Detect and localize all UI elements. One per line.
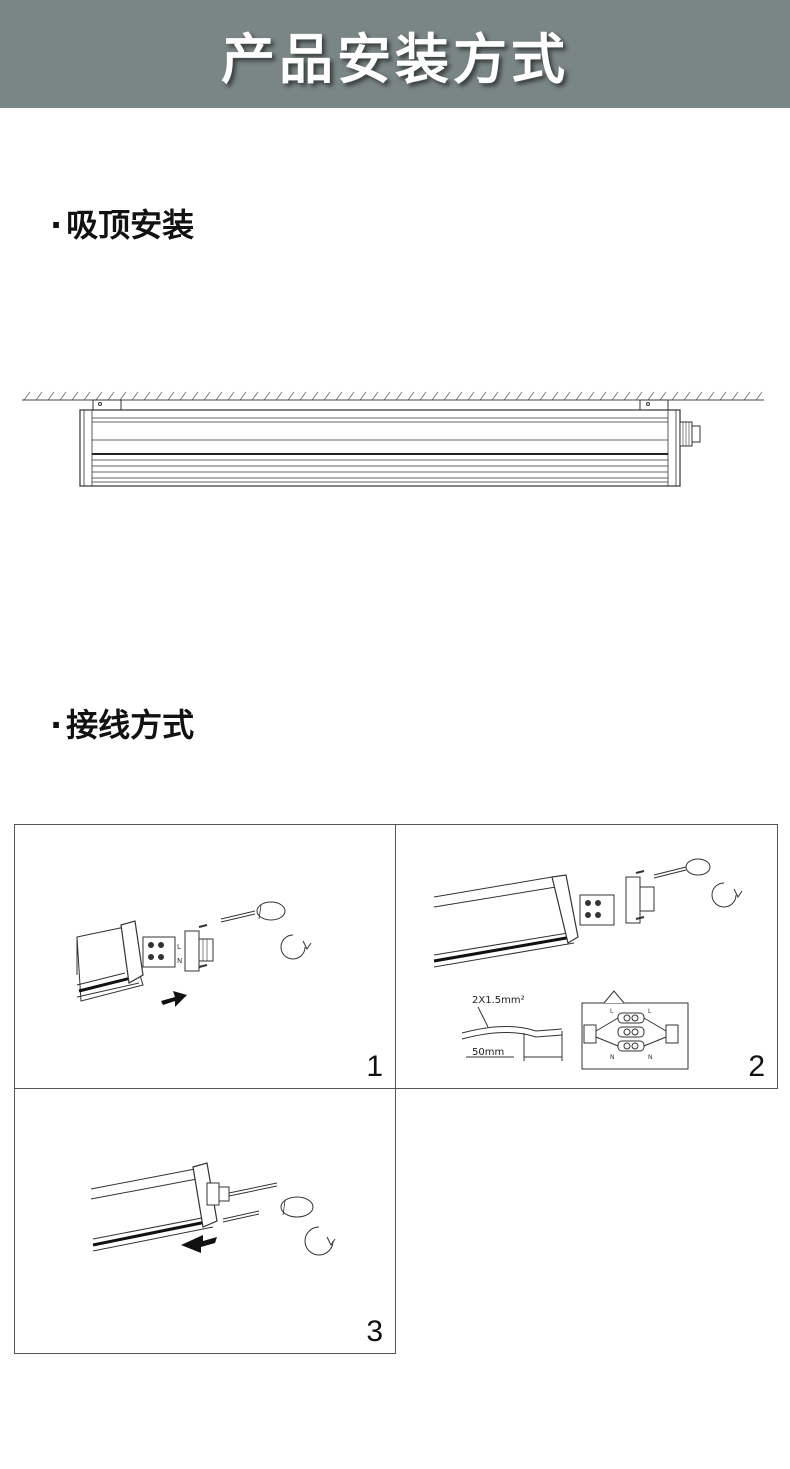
svg-text:L: L — [177, 943, 181, 951]
terminal-label-l-right: L — [648, 1008, 652, 1015]
step-1-illustration: L N — [76, 901, 312, 1007]
strip-length-label: 50mm — [472, 1047, 504, 1058]
terminal-label-n-right: N — [648, 1054, 653, 1061]
section-ceiling-title: 吸顶安装 — [66, 206, 195, 244]
step-2-panel: 2X1.5mm² 50mm — [395, 824, 778, 1089]
step-2-illustration: 2X1.5mm² 50mm — [433, 858, 743, 1070]
step-number: 3 — [366, 1315, 383, 1348]
header-title: 产品安装方式 — [221, 27, 569, 91]
wiring-steps-grid: L N 1 — [14, 824, 778, 1354]
section-wiring-title: 接线方式 — [66, 706, 195, 744]
svg-text:N: N — [177, 957, 182, 965]
step-1-panel: L N 1 — [14, 824, 396, 1089]
ceiling-mount-illustration — [22, 391, 764, 487]
terminal-label-l-left: L — [610, 1008, 614, 1015]
step-3-illustration — [90, 1162, 336, 1256]
cable-spec-label: 2X1.5mm² — [472, 995, 525, 1006]
page-header: 产品安装方式 — [0, 0, 790, 108]
section-ceiling-mount: ·吸顶安装 — [50, 200, 194, 246]
step-number: 1 — [366, 1050, 383, 1083]
section-wiring: ·接线方式 — [50, 700, 194, 746]
terminal-label-n-left: N — [610, 1054, 615, 1061]
bullet: · — [50, 706, 63, 744]
step-number: 2 — [748, 1050, 765, 1083]
bullet: · — [50, 206, 63, 244]
step-3-panel: 3 — [14, 1088, 396, 1354]
